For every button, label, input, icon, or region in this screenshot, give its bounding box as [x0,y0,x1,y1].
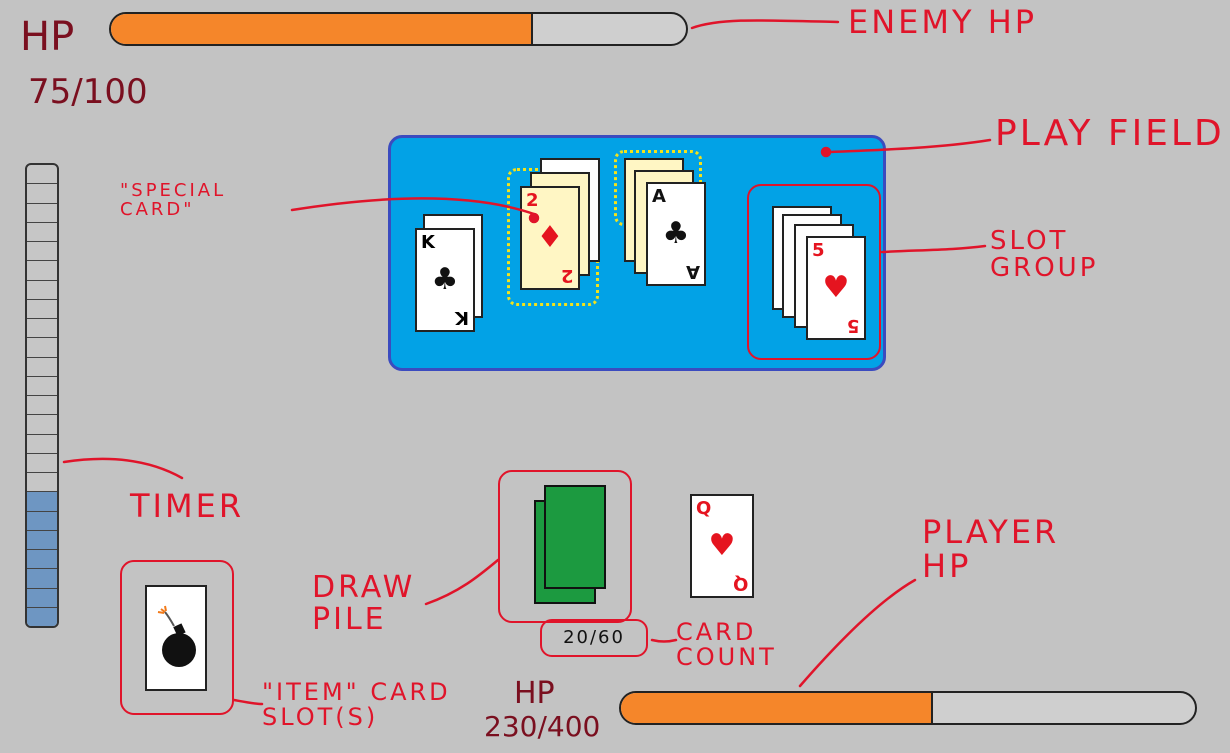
enemy-hp-label: HP [20,14,75,60]
timer-segment [27,319,57,339]
timer-segment [27,530,57,550]
stack-1-top-card[interactable]: K ♣ K [415,228,475,332]
timer-segment [27,338,57,358]
card-rank-bottom: K [455,307,469,328]
card-rank-bottom: 2 [561,265,574,286]
player-hp-value: 230/400 [484,710,601,743]
timer-segment [27,454,57,473]
stack-3-top-card[interactable]: A ♣ A [646,182,706,286]
card-rank: K [421,232,435,253]
bomb-icon [157,605,196,667]
slot-group-top-card[interactable]: 5 ♥ 5 [806,236,866,340]
timer-segment [27,223,57,242]
card-rank-bottom: 5 [847,315,860,336]
timer-segment [27,300,57,319]
timer-segment [27,588,57,608]
special-card[interactable]: 2 ♦ 2 [520,186,580,290]
timer-segment [27,261,57,281]
draw-pile-box [498,470,632,623]
card-rank: Q [696,498,712,519]
hand-card[interactable]: Q ♥ Q [690,494,754,598]
diamond-icon: ♦ [536,220,564,255]
slot-group-annotation: SLOT GROUP [990,226,1099,284]
clubs-icon: ♣ [662,216,690,251]
card-rank-bottom: A [686,261,700,282]
item-slot-annotation: "ITEM" CARD SLOT(S) [262,678,451,732]
item-card[interactable] [145,585,207,691]
special-card-annotation: "SPECIAL CARD" [120,180,227,220]
draw-pile-annotation: DRAW PILE [312,570,416,637]
card-rank: A [652,186,666,207]
enemy-hp-annotation: ENEMY HP [848,3,1038,41]
timer-segment [27,242,57,262]
enemy-hp-bar [109,12,688,46]
timer-segment [27,396,57,416]
timer-segment [27,204,57,223]
timer-segment [27,511,57,531]
heart-icon: ♥ [822,270,850,305]
enemy-hp-fill [111,14,533,44]
timer-segment [27,492,57,512]
timer-segment [27,550,57,570]
timer-segment [27,358,57,377]
item-slot-box [120,560,234,715]
timer-segment [27,435,57,454]
timer-bar [25,163,59,628]
player-hp-label: HP [514,676,555,711]
enemy-hp-value: 75/100 [28,72,148,112]
player-hp-fill [621,693,933,723]
timer-annotation: TIMER [130,487,245,525]
timer-segment [27,281,57,300]
card-rank: 5 [812,240,825,261]
player-hp-bar [619,691,1197,725]
card-rank-bottom: Q [732,573,748,594]
slot-group[interactable] [747,184,881,360]
draw-pile-card-top[interactable] [544,485,606,589]
timer-segment [27,607,57,626]
play-field-annotation: PLAY FIELD [995,113,1225,154]
heart-icon: ♥ [708,528,736,563]
card-count: 20/60 [540,619,648,657]
timer-segment [27,377,57,396]
player-hp-annotation: PLAYER HP [922,513,1060,585]
timer-segment [27,165,57,185]
timer-segment [27,184,57,204]
card-rank: 2 [526,190,539,211]
timer-segment [27,569,57,589]
timer-segment [27,415,57,435]
timer-segment [27,473,57,493]
card-count-annotation: CARD COUNT [676,618,777,672]
clubs-icon: ♣ [431,262,459,297]
